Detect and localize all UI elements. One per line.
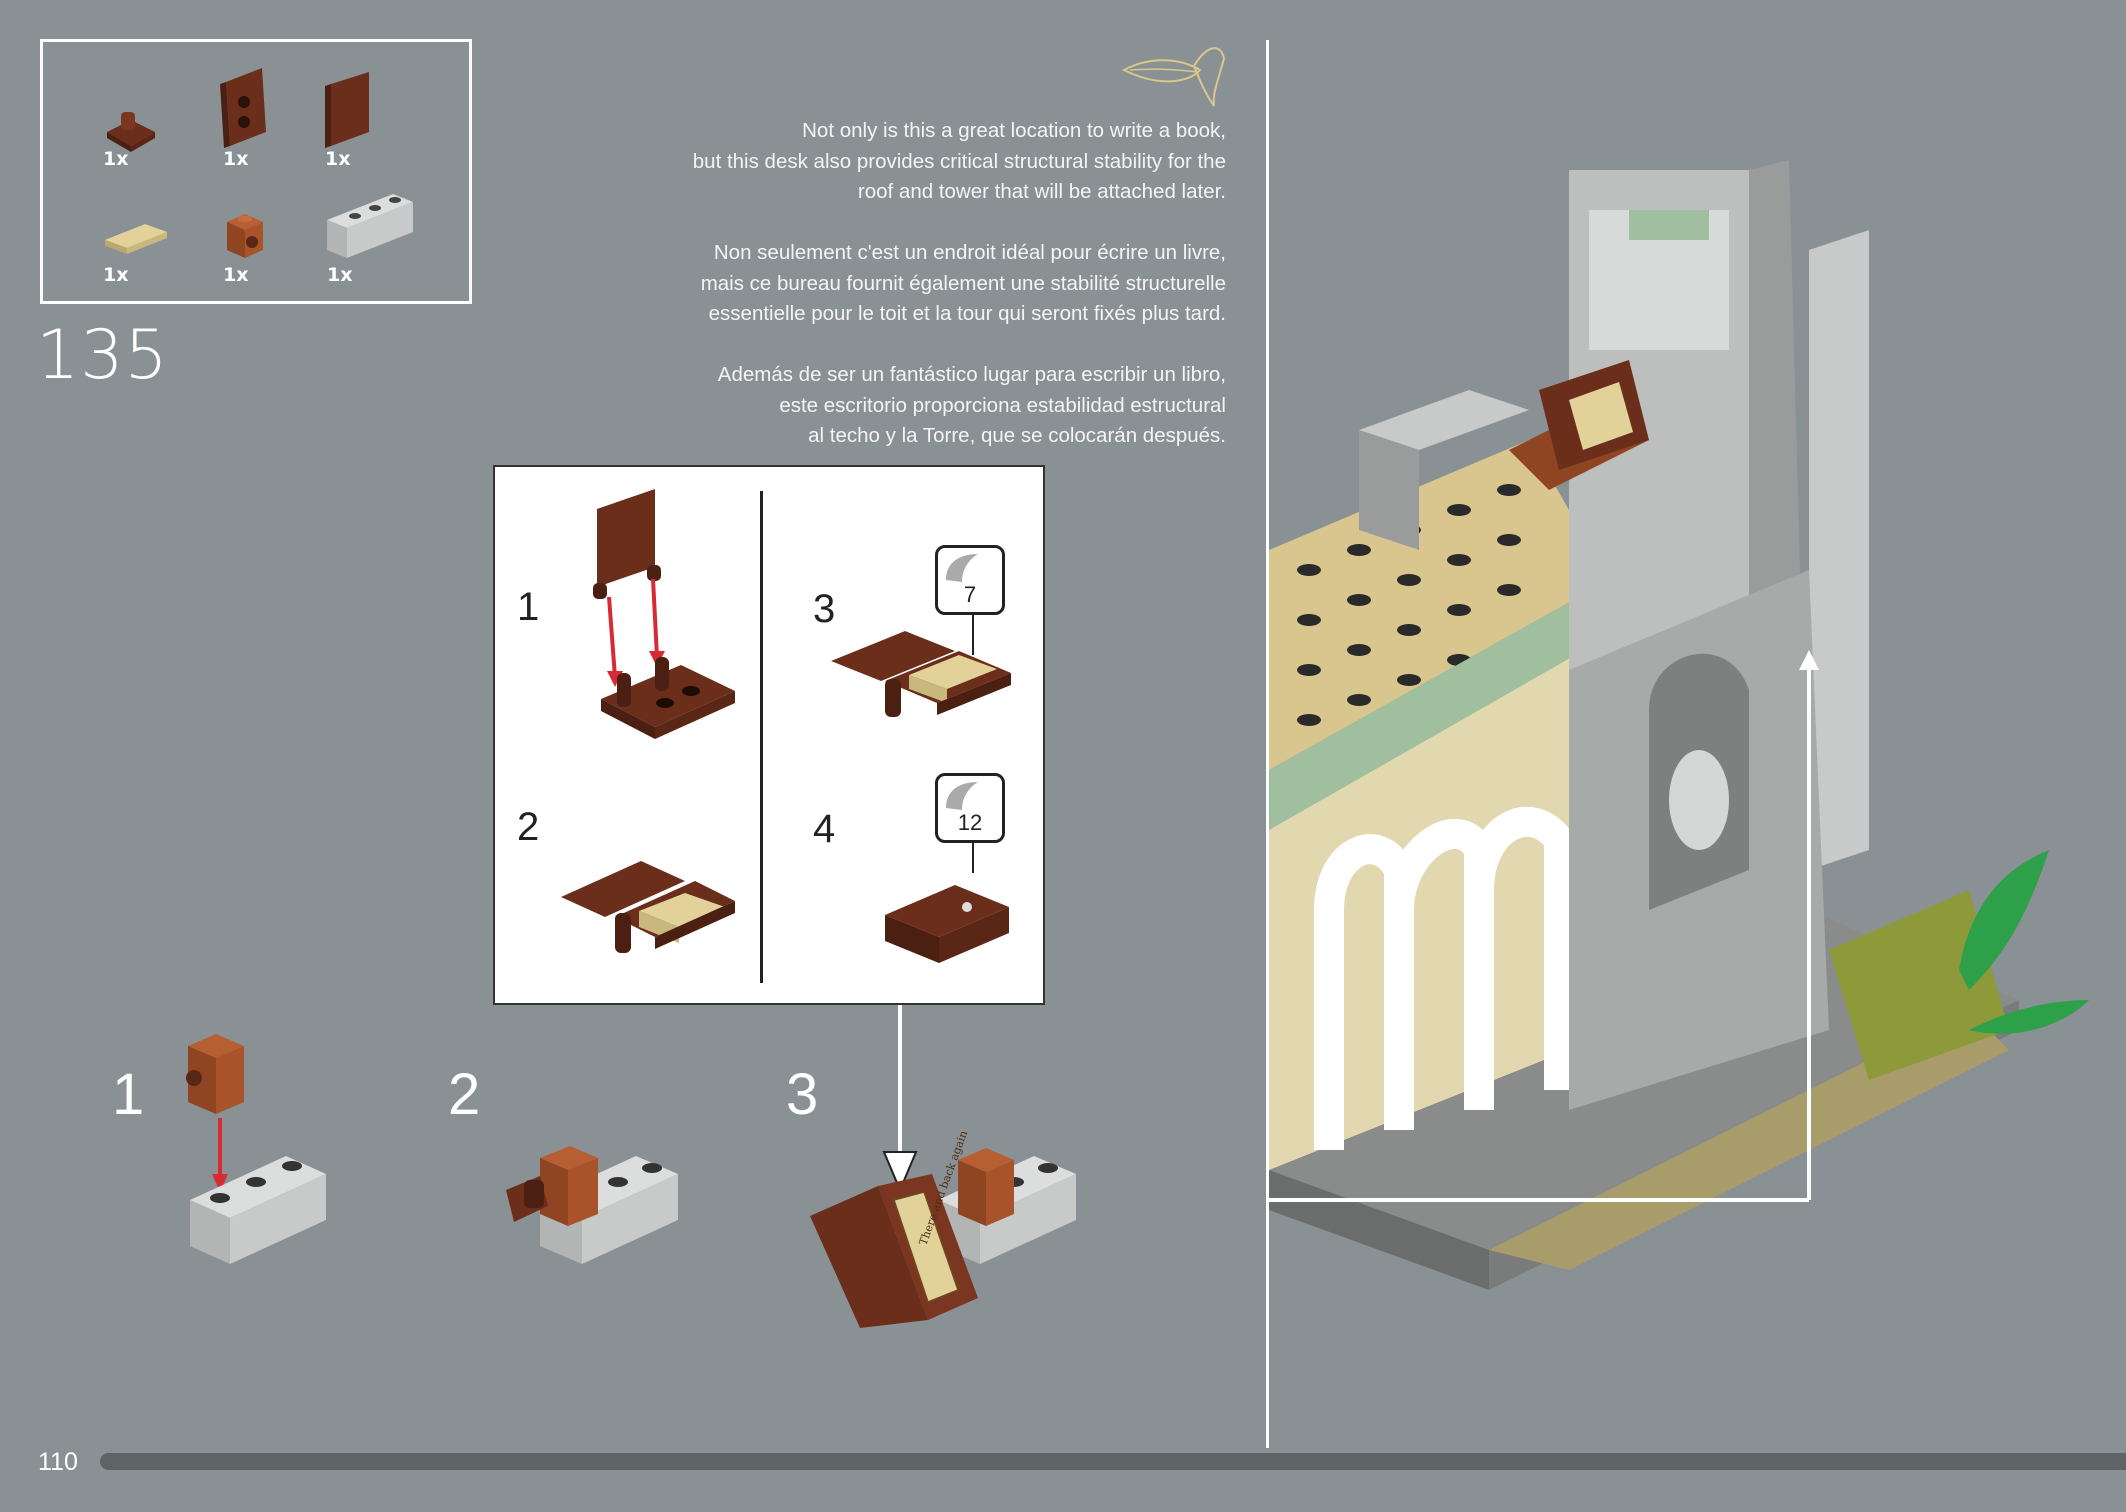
description-en: Not only is this a great location to wri…: [693, 116, 1226, 208]
part-qty: 1x: [223, 264, 249, 286]
part-qty: 1x: [103, 148, 129, 170]
stud-grid: [1297, 484, 1521, 726]
elven-leaf-logo-icon: [1121, 47, 1226, 107]
callout-step-number: 4: [813, 807, 836, 851]
sticker-pointer-line: [972, 843, 974, 873]
description-line: but this desk also provides critical str…: [692, 149, 1226, 173]
part-qty: 1x: [325, 148, 351, 170]
callout-step-number: 2: [517, 805, 540, 849]
callout-step1-base: [601, 657, 735, 739]
part-qty: 1x: [103, 264, 129, 286]
progress-bar: [100, 1453, 2126, 1470]
sticker-pointer-line: [972, 615, 974, 655]
clip-plate-icon: [107, 112, 155, 152]
sticker-page-icon: [946, 554, 978, 582]
substep3-illustration: There and back again: [810, 1130, 1076, 1328]
substep-number: 1: [112, 1062, 145, 1127]
sticker-badge: 12: [935, 773, 1005, 843]
parts-list-box: 1x 1x 1x 1x 1x 1x: [40, 39, 472, 304]
description-line: roof and tower that will be attached lat…: [857, 180, 1226, 203]
description-line: Non seulement c'est un endroit idéal pou…: [713, 241, 1226, 264]
callout-step1-illustration: [593, 489, 665, 687]
part-qty: 1x: [223, 148, 249, 170]
book-cover-icon: [325, 72, 369, 148]
callout-step-number: 1: [517, 585, 540, 629]
substep-number: 3: [786, 1062, 819, 1127]
main-model-illustration: [1269, 160, 2089, 1290]
grey-brick-1x3-icon: [327, 194, 413, 258]
sticker-number: 12: [957, 810, 983, 835]
step-number: 135: [36, 316, 169, 395]
book-subassembly-callout: 1 2 3 4 7 12: [493, 465, 1045, 1005]
hinge-plate-icon: [220, 68, 266, 148]
sticker-page-icon: [946, 782, 978, 810]
callout-step3-illustration: [831, 631, 1011, 717]
description-line: Además de ser un fantástico lugar para e…: [717, 363, 1226, 386]
description-line: al techo y la Torre, que se colocarán de…: [808, 424, 1226, 447]
sticker-badge: 7: [935, 545, 1005, 615]
substep1-illustration: [186, 1034, 326, 1264]
description-es: Además de ser un fantástico lugar para e…: [718, 360, 1226, 452]
substep-number: 2: [448, 1062, 481, 1127]
sticker-number: 7: [963, 582, 977, 607]
description-line: mais ce bureau fournit également une sta…: [700, 271, 1226, 295]
substep2-illustration: [506, 1146, 678, 1264]
brick-with-stud-icon: [227, 214, 263, 258]
callout-pointer-line: [898, 1005, 902, 1165]
callout-divider: [760, 491, 763, 983]
tan-tile-icon: [105, 224, 167, 254]
description-line: Not only is this a great location to wri…: [802, 119, 1226, 142]
description-line: essentielle pour le toit et la tour qui …: [708, 302, 1226, 325]
part-qty: 1x: [327, 264, 353, 286]
callout-step-number: 3: [813, 587, 836, 631]
description-fr: Non seulement c'est un endroit idéal pou…: [701, 238, 1226, 330]
page-number: 110: [38, 1448, 78, 1476]
callout-step4-illustration: [885, 885, 1009, 963]
description-line: este escritorio proporciona estabilidad …: [779, 393, 1226, 417]
page-divider: [1266, 40, 1269, 1448]
callout-step2-illustration: [561, 861, 735, 953]
callout-pointer-arrowhead: [882, 1151, 918, 1193]
